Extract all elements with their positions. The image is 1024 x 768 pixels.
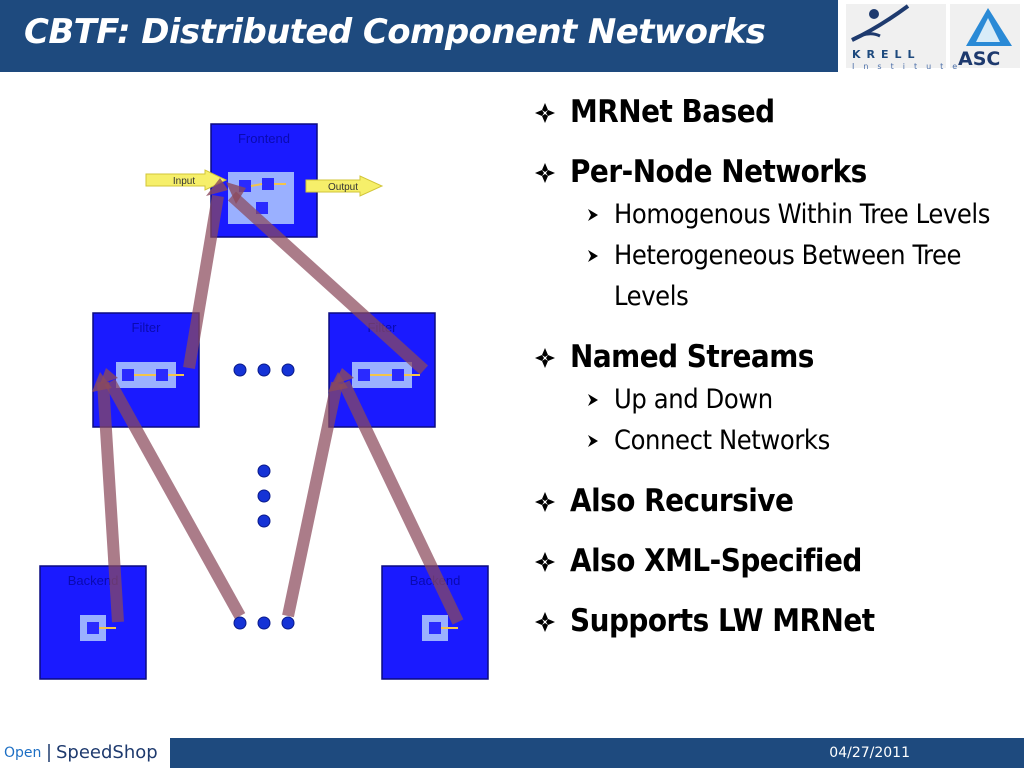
sub-bullet-text: Up and Down xyxy=(614,384,773,415)
output-arrow: Output xyxy=(305,175,384,197)
arrowhead-bullet-icon xyxy=(588,394,598,406)
arrow-middle-to-filter-left xyxy=(104,379,246,619)
arrow-middle-to-filter-right xyxy=(282,381,343,618)
input-label: Input xyxy=(173,176,195,187)
ellipsis-dots xyxy=(233,363,295,630)
sub-bullet-text: Connect Networks xyxy=(614,425,830,456)
arrow-filter-right-to-frontend xyxy=(227,191,429,375)
krell-subtitle: Institute xyxy=(852,62,967,71)
sub-bullet-connect-networks: Connect Networks xyxy=(532,420,1012,461)
asc-logo-icon xyxy=(966,8,1012,46)
backend-left-label: Backend xyxy=(68,573,119,588)
sub-bullet-text: Heterogeneous Between Tree Levels xyxy=(614,240,962,312)
diamond-bullet-icon xyxy=(535,552,555,572)
bullet-list: MRNet Based Per-Node Networks Homogenous… xyxy=(532,92,1012,661)
filter-left-label: Filter xyxy=(132,320,162,335)
filter-left-node: Filter xyxy=(92,312,200,428)
arrow-filter-left-to-frontend xyxy=(183,195,224,369)
bullet-mrnet-based: MRNet Based xyxy=(532,92,1012,132)
arrow-backend-right-to-filter-right xyxy=(338,380,464,625)
bullet-text: Named Streams xyxy=(570,339,814,375)
footer-speedshop-text: SpeedShop xyxy=(56,742,158,763)
diamond-bullet-icon xyxy=(535,103,555,123)
openspeedshop-logo xyxy=(0,738,170,768)
connection-arrows xyxy=(97,191,464,625)
footer-bar xyxy=(0,738,1024,768)
bullet-supports-lw-mrnet: Supports LW MRNet xyxy=(532,601,1012,641)
bullet-text: Supports LW MRNet xyxy=(570,603,875,639)
arrowhead-bullet-icon xyxy=(588,209,598,221)
backend-left-node: Backend xyxy=(39,565,147,680)
asc-wordmark: ASC xyxy=(958,48,1001,70)
bullet-also-xml-specified: Also XML-Specified xyxy=(532,541,1012,581)
bullet-named-streams: Named Streams xyxy=(532,337,1012,377)
arrow-heads xyxy=(92,178,354,392)
logo-area xyxy=(838,0,1024,72)
footer-date: 04/27/2011 xyxy=(829,745,910,761)
output-label: Output xyxy=(328,182,358,193)
bullet-also-recursive: Also Recursive xyxy=(532,481,1012,521)
bullet-per-node-networks: Per-Node Networks xyxy=(532,152,1012,192)
arrowhead-bullet-icon xyxy=(588,435,598,447)
sub-bullet-homogenous: Homogenous Within Tree Levels xyxy=(532,194,1012,235)
diamond-bullet-icon xyxy=(535,348,555,368)
diamond-bullet-icon xyxy=(535,163,555,183)
bullet-text: Also Recursive xyxy=(570,483,794,519)
sub-bullet-text: Homogenous Within Tree Levels xyxy=(614,199,990,230)
bullet-text: MRNet Based xyxy=(570,94,775,130)
arrow-backend-left-to-filter-left xyxy=(97,381,124,623)
frontend-label: Frontend xyxy=(238,131,290,146)
diamond-bullet-icon xyxy=(535,492,555,512)
arrowhead-bullet-icon xyxy=(588,250,598,262)
footer-open-text: Open xyxy=(4,745,42,761)
title-bar: CBTF: Distributed Component Networks xyxy=(0,0,838,72)
network-diagram: Frontend Input Output Filter xyxy=(0,72,520,732)
bullet-text: Per-Node Networks xyxy=(570,154,867,190)
bullet-text: Also XML-Specified xyxy=(570,543,862,579)
network-diagram-svg: Frontend Input Output Filter xyxy=(39,123,489,680)
sub-bullet-up-and-down: Up and Down xyxy=(532,379,1012,420)
sub-bullet-heterogeneous: Heterogeneous Between Tree Levels xyxy=(532,235,1012,317)
logo-divider-icon xyxy=(48,744,50,762)
slide-title: CBTF: Distributed Component Networks xyxy=(24,12,766,52)
diamond-bullet-icon xyxy=(535,612,555,632)
krell-wordmark: KRELL xyxy=(852,48,921,61)
